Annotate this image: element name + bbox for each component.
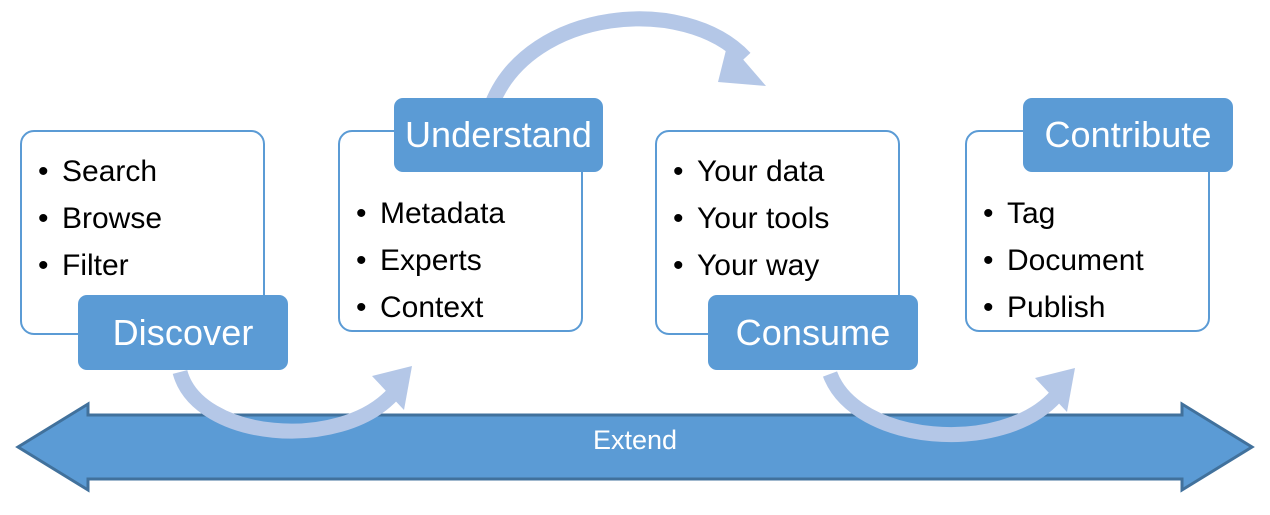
list-item: Browse (36, 195, 263, 242)
list-item: Tag (981, 190, 1208, 237)
list-item: Publish (981, 284, 1208, 331)
stage-items-consume: Your data Your tools Your way (657, 132, 898, 289)
list-item: Experts (354, 237, 581, 284)
list-item: Search (36, 148, 263, 195)
stage-items-discover: Search Browse Filter (22, 132, 263, 289)
stage-items-understand: Metadata Experts Context (340, 132, 581, 331)
list-item: Your way (671, 242, 898, 289)
list-item: Your data (671, 148, 898, 195)
list-item: Document (981, 237, 1208, 284)
stage-label-contribute[interactable]: Contribute (1023, 98, 1233, 172)
list-item: Filter (36, 242, 263, 289)
stage-card-discover[interactable]: Search Browse Filter (20, 130, 265, 335)
stage-items-contribute: Tag Document Publish (967, 132, 1208, 331)
stage-label-understand[interactable]: Understand (394, 98, 603, 172)
stage-card-contribute[interactable]: Tag Document Publish (965, 130, 1210, 332)
extend-arrow-shape (15, 401, 1255, 493)
stage-label-discover[interactable]: Discover (78, 295, 288, 370)
list-item: Your tools (671, 195, 898, 242)
stage-label-consume[interactable]: Consume (708, 295, 918, 370)
list-item: Context (354, 284, 581, 331)
list-item: Metadata (354, 190, 581, 237)
